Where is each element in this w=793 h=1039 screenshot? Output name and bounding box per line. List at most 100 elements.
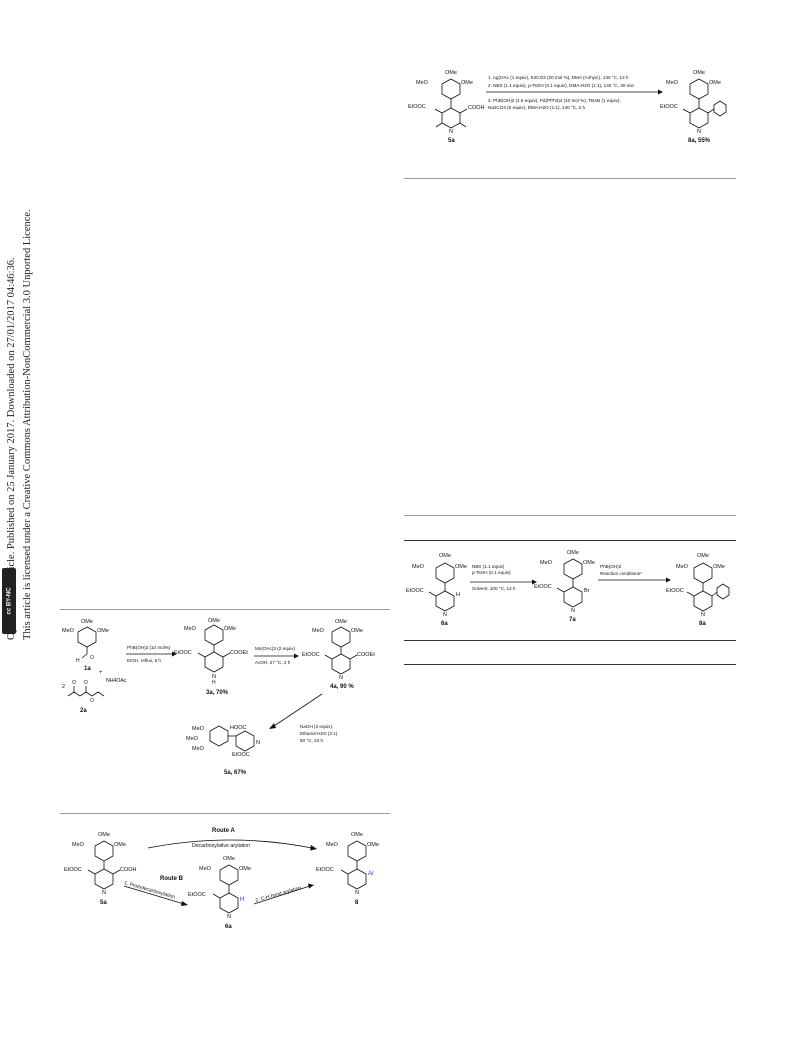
scheme-text: OMe xyxy=(455,564,467,570)
scheme-text: OMe xyxy=(445,70,457,76)
ar-highlight: Ar xyxy=(368,871,374,877)
scheme-text: MeO xyxy=(312,628,325,634)
scheme-text: EtOOC xyxy=(408,104,426,110)
label-6a-route: 6a xyxy=(225,924,232,930)
scheme-text: OMe xyxy=(439,553,451,559)
scheme-text: 1. Ag(OAc (1 equiv), K2CO3 (30 mol %), D… xyxy=(488,75,629,80)
scheme-text: N xyxy=(102,890,106,896)
scheme-text: OMe xyxy=(709,80,721,86)
scheme-text: N xyxy=(355,890,359,896)
label-4a-yield: 4a, 90 % xyxy=(330,684,354,690)
scheme-text: MeO xyxy=(416,80,429,86)
scheme-text: 1. Protodecarboxylation xyxy=(123,880,175,900)
scheme-text: EtOOC xyxy=(316,867,334,873)
scheme-text: OMe xyxy=(98,832,110,838)
scheme-text: EtOOC xyxy=(188,892,206,898)
scheme-text: N xyxy=(571,608,575,614)
rule-table-bottom xyxy=(404,664,736,665)
scheme-text: EtOOC xyxy=(302,652,320,658)
scheme-text: NaOH (2 equiv), xyxy=(300,724,333,729)
label-5a-route: 5a xyxy=(100,900,107,906)
scheme-text: OMe xyxy=(461,80,473,86)
scheme-text: COOH xyxy=(468,105,485,111)
route-a-label: Route A xyxy=(212,828,235,834)
rule-scheme2 xyxy=(60,813,390,814)
label-6a: 6a xyxy=(441,621,448,627)
scheme-text: OMe xyxy=(97,628,109,634)
scheme-text: 2. NBS (1.1 equiv), p-TsOH (0.1 equiv), … xyxy=(488,83,635,88)
scheme-text: MeO xyxy=(412,564,425,570)
scheme-text: MeO xyxy=(540,560,553,566)
scheme-text: + xyxy=(99,670,103,676)
scheme-text: MeO xyxy=(192,726,205,732)
label-5a: 5a xyxy=(448,138,455,144)
label-7a: 7a xyxy=(569,617,576,623)
scheme-text: OMe xyxy=(224,626,236,632)
scheme-text: OMe xyxy=(239,866,251,872)
scheme-text: Mn(OAc)3 (2 equiv) xyxy=(255,646,296,651)
scheme-text: OMe xyxy=(114,842,126,848)
scheme-text: EtOOC xyxy=(174,650,192,656)
scheme-text: Br xyxy=(584,588,590,594)
rule-mid-top xyxy=(404,515,736,516)
h-highlight: H xyxy=(240,897,244,903)
scheme-text: O xyxy=(72,680,76,686)
scheme-text: EtOOC xyxy=(406,588,424,594)
scheme-text: H xyxy=(76,658,80,664)
scheme-text: MeO xyxy=(72,842,85,848)
scheme-text: Na2CO3 (5 equiv), DMA-H2O (1:1), 140 °C,… xyxy=(488,105,586,110)
cc-licence-badge: cc BY-NC xyxy=(2,568,16,634)
scheme-text: MeO xyxy=(186,736,199,742)
scheme-text: EtOOC xyxy=(64,867,82,873)
scheme-text: OMe xyxy=(351,832,363,838)
scheme-text: MeO xyxy=(326,842,339,848)
scheme-text: COOEt xyxy=(230,650,248,656)
scheme-text: EtOOC xyxy=(660,104,678,110)
label-2a: 2a xyxy=(80,708,87,714)
rule-scheme1 xyxy=(60,609,390,610)
scheme-text: O xyxy=(90,655,94,661)
rule-table-mid xyxy=(404,640,736,641)
scheme-text: Solvent, 100 °C, 12 h xyxy=(472,586,516,591)
scheme-text: HOOC xyxy=(230,725,247,731)
scheme-text: MeO xyxy=(666,80,679,86)
scheme-text: EtOOC xyxy=(666,588,684,594)
scheme-text: N xyxy=(339,675,343,681)
scheme-text: OMe xyxy=(367,842,379,848)
scheme-text: N xyxy=(449,129,453,135)
scheme-routes: OMe MeO OMe EtOOC COOH N 5a Route A Deca… xyxy=(60,822,390,962)
label-8a-yield: 8a, 55% xyxy=(688,138,711,144)
scheme-synthesis-graphic: OMe MeO OMe H O 1a + NH4OAc 2 O O O 2a P… xyxy=(62,618,375,776)
scheme-text: N xyxy=(697,129,701,135)
rule-table-top xyxy=(404,540,736,541)
ammonium-acetate: NH4OAc xyxy=(106,678,127,684)
scheme-text: N xyxy=(256,740,260,746)
licence-sidebar: Open Access Article. Published on 25 Jan… xyxy=(4,120,48,640)
scheme-text: NBS (1.1 equiv) xyxy=(472,564,505,569)
scheme-text: MeO xyxy=(192,746,205,752)
scheme-text: N xyxy=(701,612,705,618)
scheme-text: 2 xyxy=(62,684,65,690)
licence-notice: This article is licensed under a Creativ… xyxy=(22,209,33,640)
scheme-text: p-TsOH (0.1 equiv) xyxy=(472,570,511,575)
scheme-text: OMe xyxy=(208,618,220,624)
scheme-text: OMe xyxy=(335,619,347,625)
scheme-text: N xyxy=(212,674,216,680)
scheme-text: COOH xyxy=(120,867,137,873)
scheme-text: N xyxy=(443,612,447,618)
scheme-text: 50 °C, 24 h xyxy=(300,738,323,743)
scheme-text: PhB(OH)2 xyxy=(600,564,622,569)
scheme-text: EtOH, reflux, 5 h xyxy=(127,658,161,663)
scheme-text: OMe xyxy=(567,550,579,556)
scheme-text: OMe xyxy=(223,856,235,862)
scheme-text: Reaction conditions* xyxy=(600,571,642,576)
scheme-text: COOEt xyxy=(357,652,375,658)
scheme-text: 3. PhB(OH)2 (1.5 equiv), Pd(PPh3)4 (10 m… xyxy=(488,98,621,103)
scheme-text: OMe xyxy=(693,70,705,76)
scheme-bromination-arylation: OMe MeO OMe EtOOC H N 6a NBS (1.1 equiv)… xyxy=(404,546,736,634)
scheme-synthesis-5a: OMe MeO OMe H O 1a + NH4OAc 2 O O O 2a P… xyxy=(60,616,390,802)
route-b-label: Route B xyxy=(160,876,184,882)
label-8-route: 8 xyxy=(355,900,359,906)
route-a-description: Decarboxylative arylation xyxy=(192,843,250,849)
scheme-text: N xyxy=(227,914,231,920)
